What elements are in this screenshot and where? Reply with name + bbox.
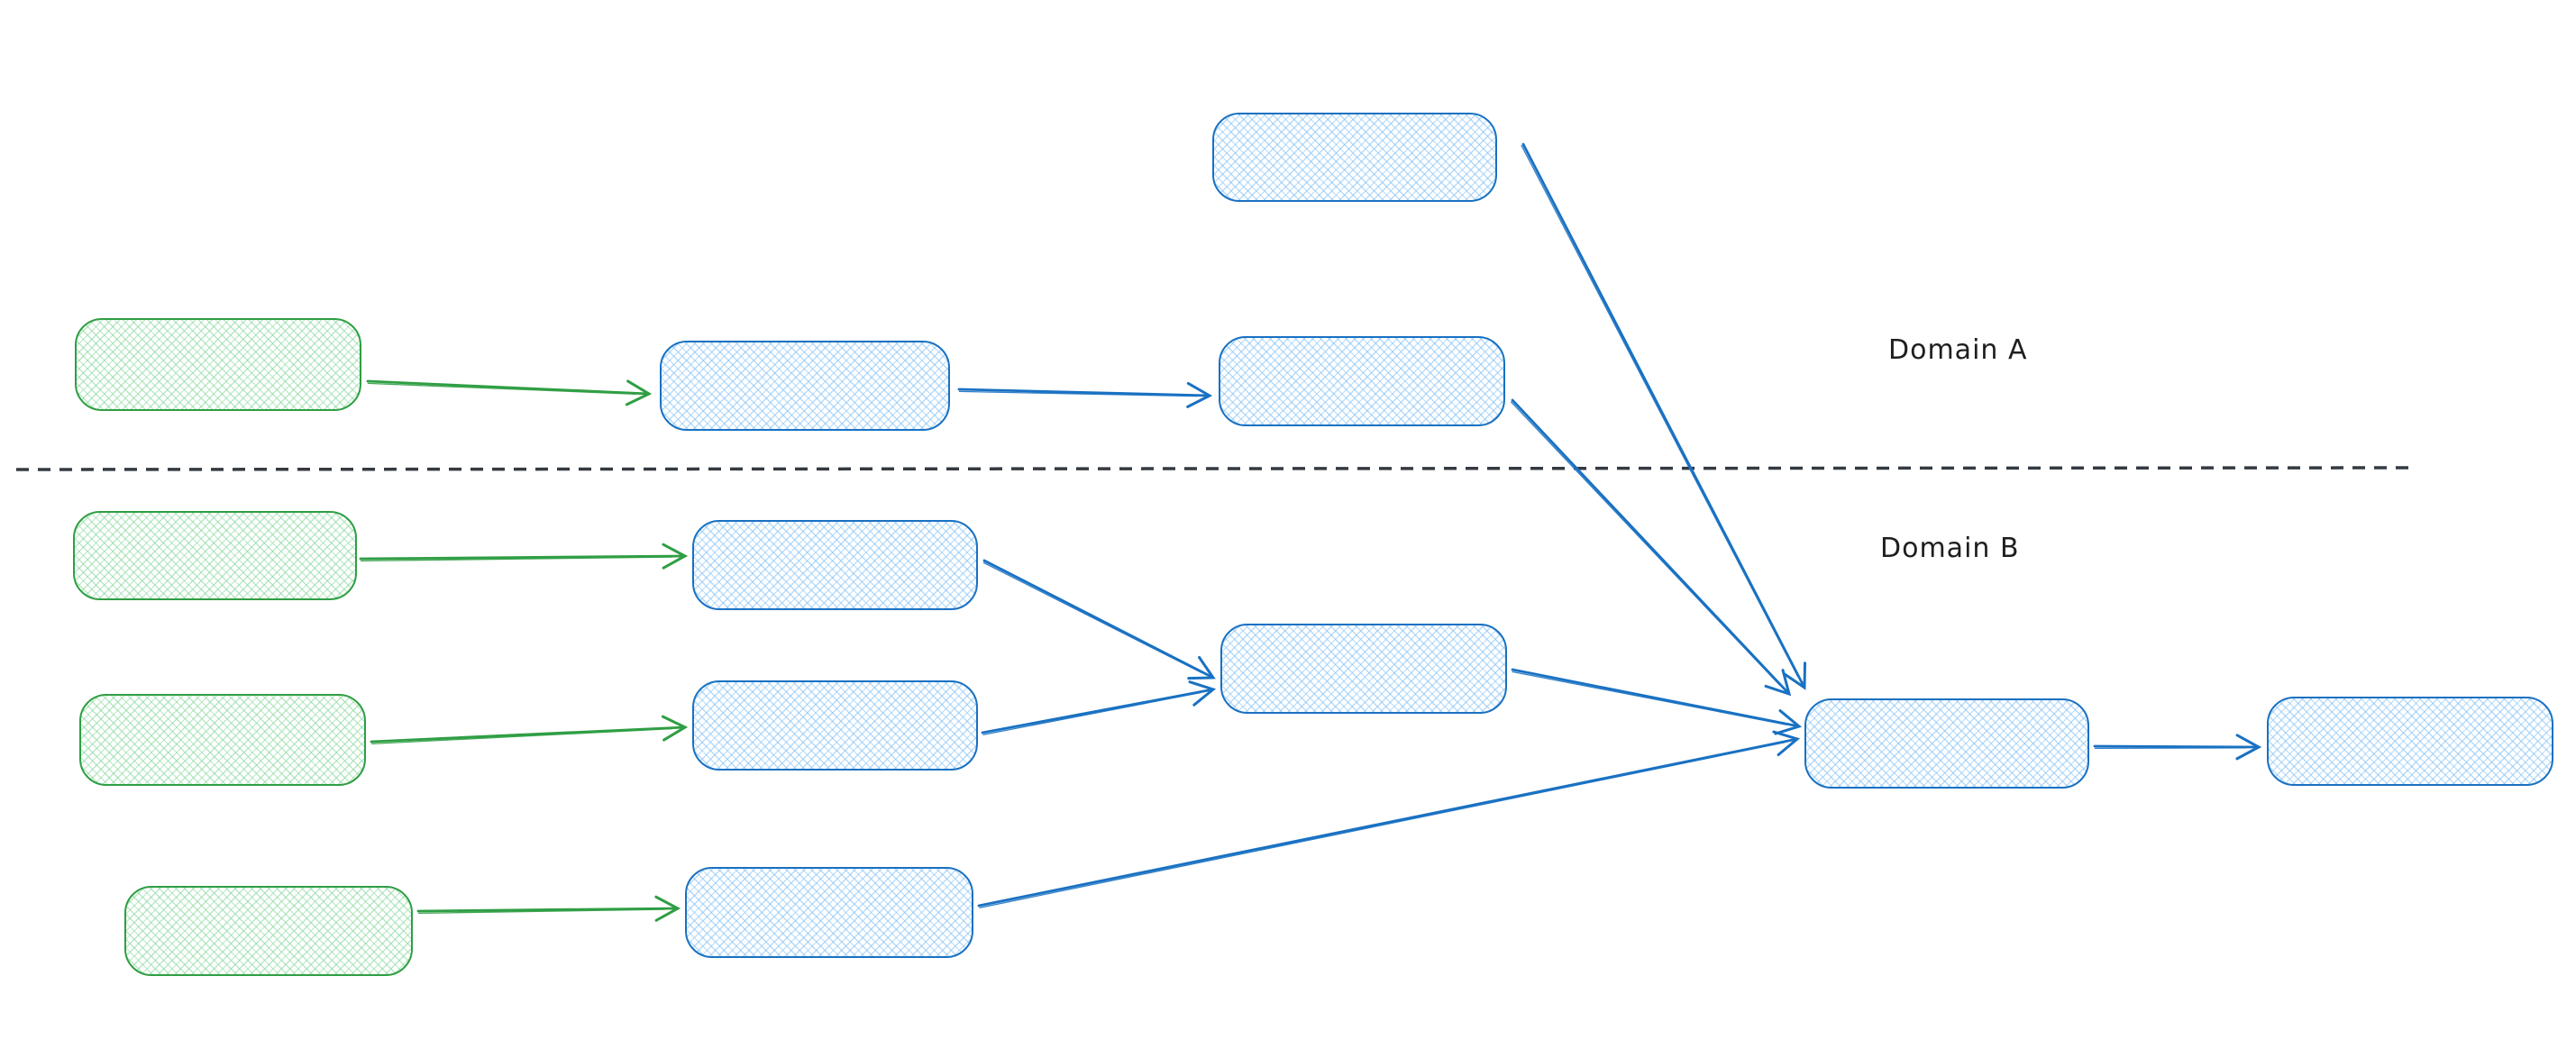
edge-main-stroke	[1511, 668, 1803, 735]
edge-green-b3-to-blue-b3[interactable]	[416, 895, 681, 922]
node-green-b3[interactable]	[124, 886, 413, 976]
node-green-b1[interactable]	[73, 511, 357, 600]
edge-main-stroke	[1511, 398, 1792, 697]
edge-main-stroke	[416, 895, 681, 922]
edge-main-stroke	[359, 543, 689, 570]
node-blue-final[interactable]	[2267, 697, 2553, 786]
node-blue-b-mid[interactable]	[1220, 624, 1507, 714]
edge-blue-b3-to-hub[interactable]	[977, 730, 1801, 908]
node-blue-a1[interactable]	[660, 341, 950, 431]
edge-main-stroke	[1521, 142, 1807, 690]
node-blue-a2[interactable]	[1219, 336, 1505, 426]
edge-blue-a1-to-blue-a2[interactable]	[957, 381, 1213, 408]
edge-main-stroke	[981, 680, 1217, 734]
edge-blue-b-mid-to-hub[interactable]	[1511, 668, 1803, 735]
domain-a-label[interactable]: Domain A	[1888, 334, 2028, 366]
edge-main-stroke	[366, 379, 653, 406]
edge-main-stroke	[977, 730, 1801, 908]
edge-blue-a-top-to-hub[interactable]	[1521, 142, 1807, 690]
edge-blue-b2-to-b-mid[interactable]	[981, 680, 1217, 735]
node-blue-b3[interactable]	[685, 867, 973, 958]
node-blue-hub[interactable]	[1804, 698, 2089, 789]
edge-main-stroke	[982, 559, 1216, 680]
node-blue-a-top[interactable]	[1212, 113, 1497, 202]
node-green-b2[interactable]	[79, 694, 366, 786]
node-green-a[interactable]	[75, 318, 361, 411]
edge-main-stroke	[957, 381, 1213, 408]
node-blue-b2[interactable]	[692, 680, 978, 771]
domain-divider-line[interactable]	[15, 466, 2418, 471]
domain-b-label[interactable]: Domain B	[1880, 533, 2020, 564]
edge-hub-to-blue-final[interactable]	[2093, 734, 2262, 761]
node-blue-b1[interactable]	[692, 520, 978, 610]
edge-blue-a2-to-hub[interactable]	[1510, 398, 1792, 697]
edge-green-b2-to-blue-b2[interactable]	[370, 715, 689, 745]
edge-green-a-to-blue-a1[interactable]	[366, 379, 653, 406]
edge-main-stroke	[370, 715, 689, 743]
edge-main-stroke	[2093, 734, 2262, 761]
edge-green-b1-to-blue-b1[interactable]	[359, 543, 689, 570]
edge-blue-b1-to-b-mid[interactable]	[982, 559, 1216, 680]
